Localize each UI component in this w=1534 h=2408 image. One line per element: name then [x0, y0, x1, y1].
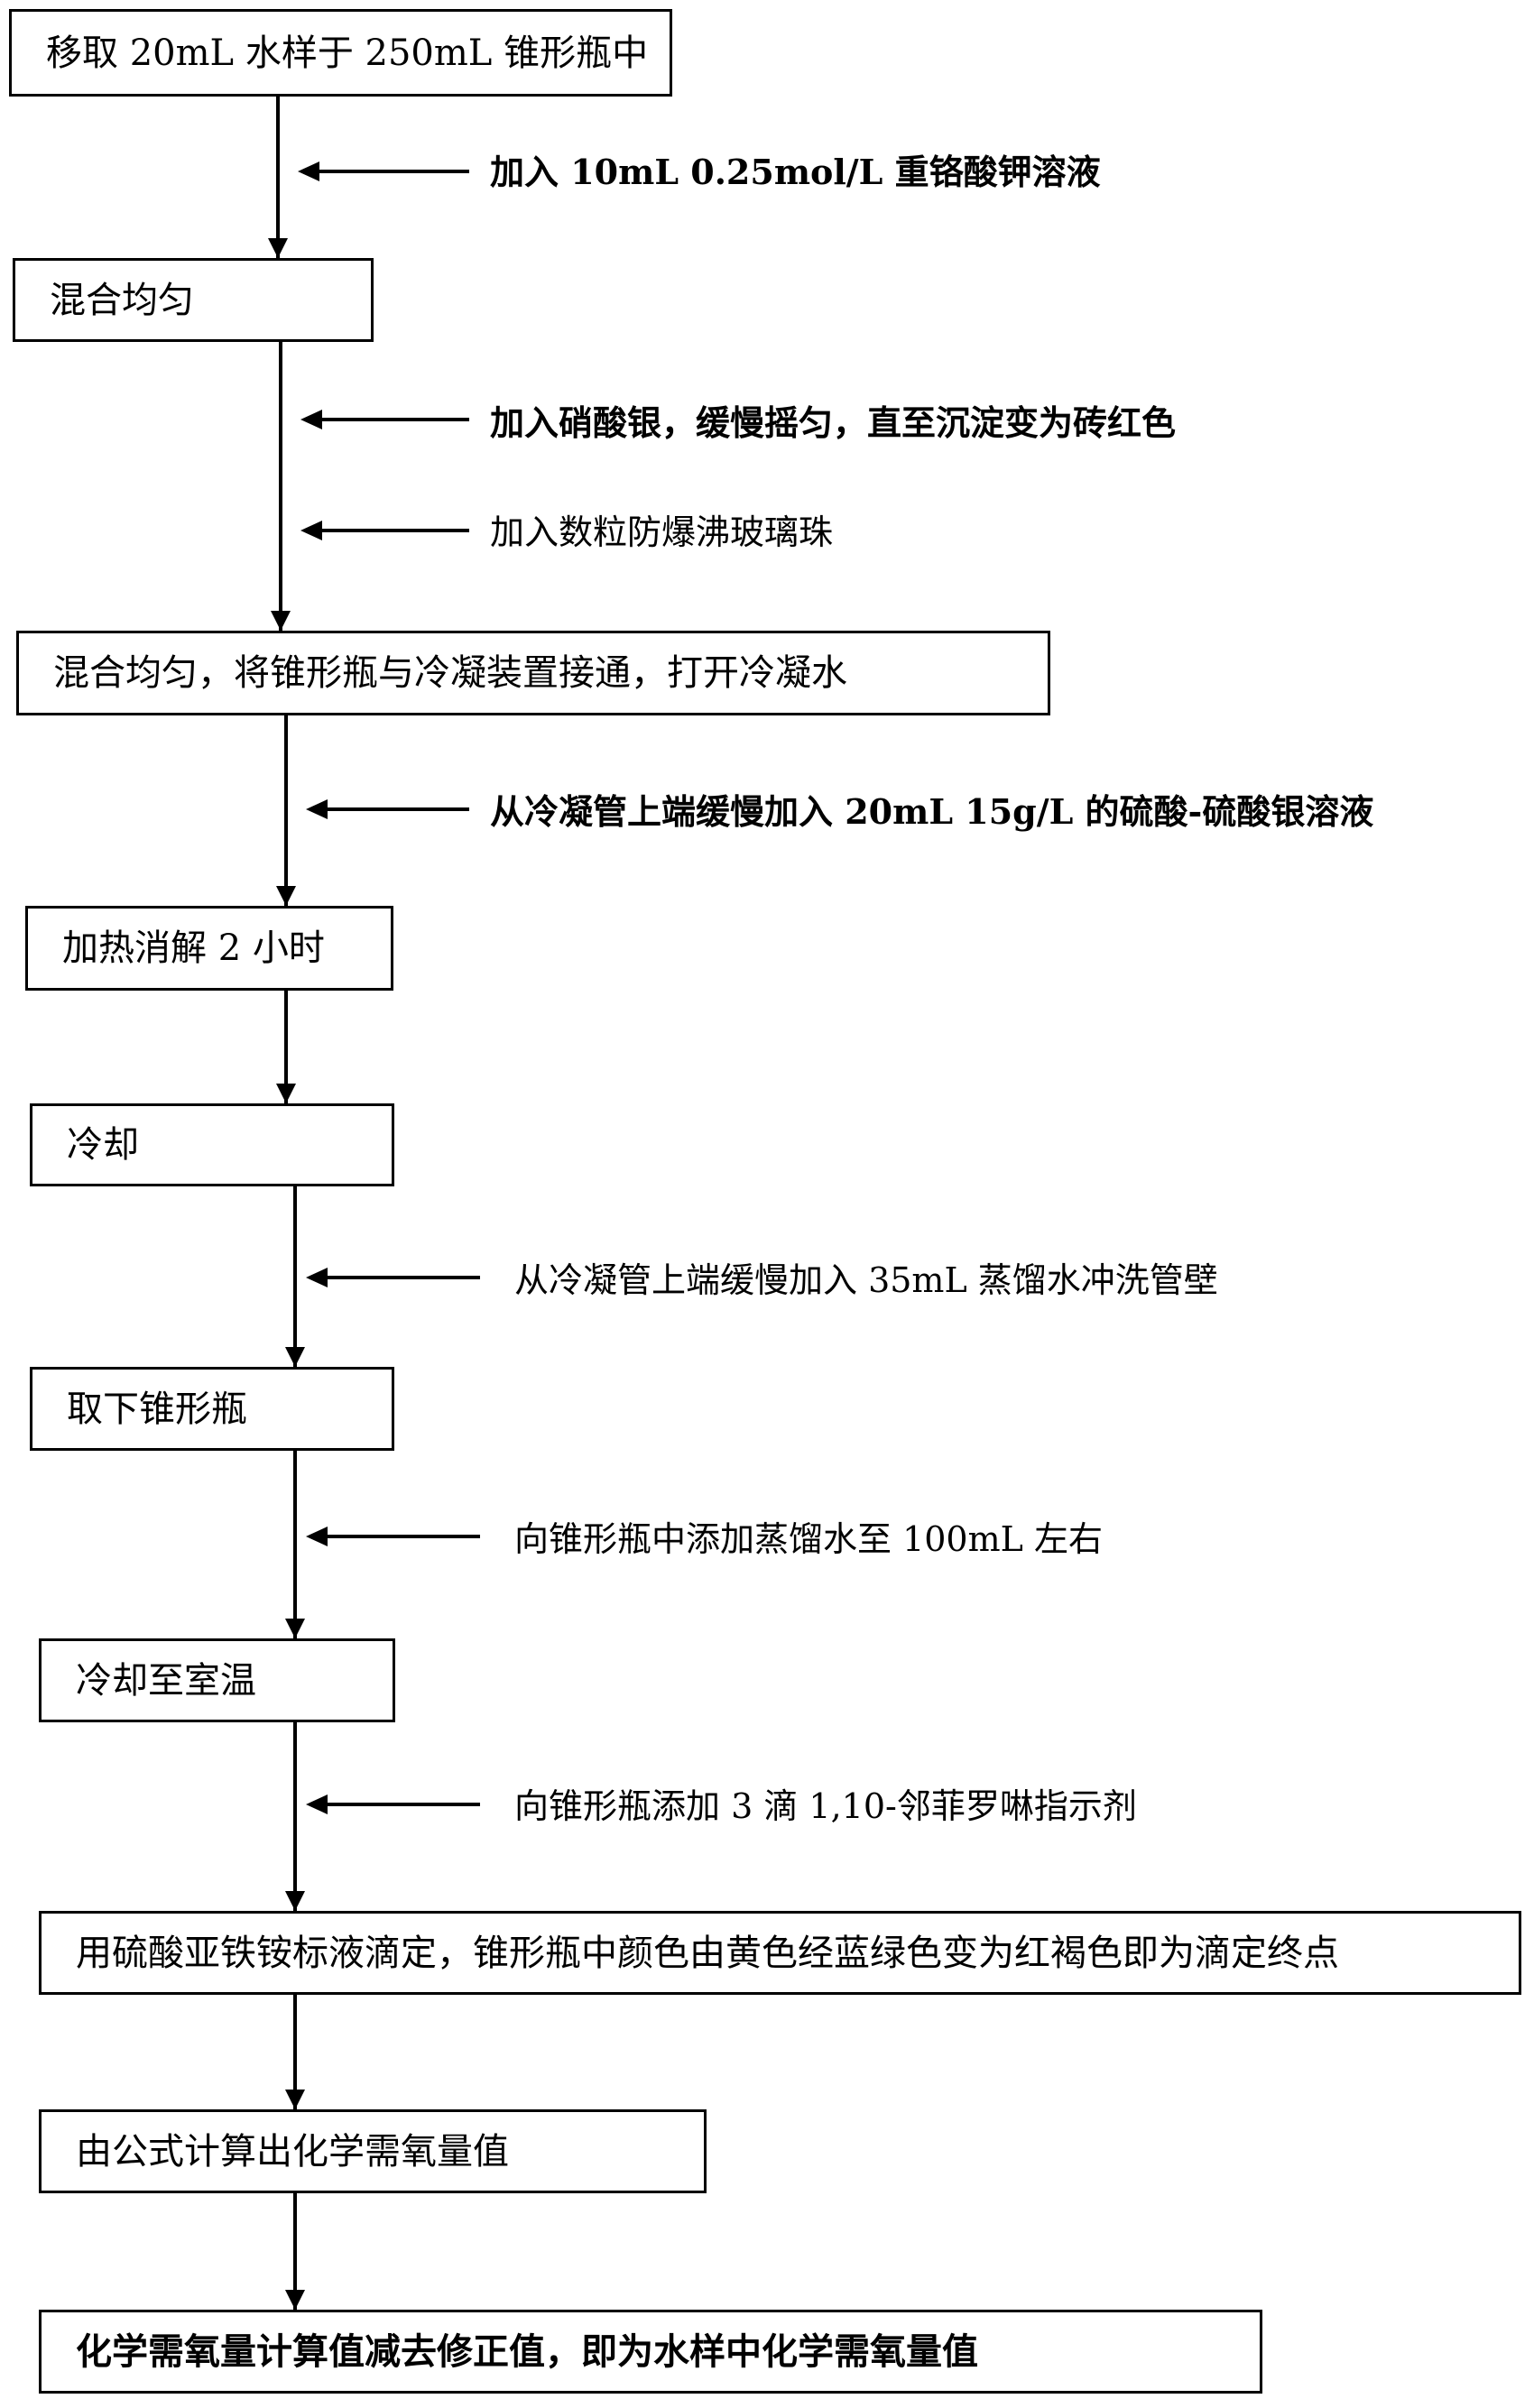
step-mix-1: 混合均匀: [13, 258, 374, 342]
note-add-sulfuric-acid: 从冷凝管上端缓慢加入 20mL 15g/L 的硫酸-硫酸银溶液: [490, 791, 1374, 832]
step-calculate-cod: 由公式计算出化学需氧量值: [39, 2109, 707, 2193]
note-add-indicator: 向锥形瓶添加 3 滴 1,10-邻菲罗啉指示剂: [514, 1786, 1137, 1826]
step-mix-connect-condenser: 混合均匀，将锥形瓶与冷凝装置接通，打开冷凝水: [16, 631, 1050, 715]
note-add-dichromate: 加入 10mL 0.25mol/L 重铬酸钾溶液: [490, 152, 1101, 192]
flow-arrow-head: [285, 2290, 305, 2310]
flow-arrow-head: [285, 2090, 305, 2109]
flow-arrow-head: [276, 886, 296, 906]
step-remove-flask: 取下锥形瓶: [30, 1367, 394, 1451]
flow-arrow-head: [285, 1619, 305, 1638]
step-titration: 用硫酸亚铁铵标液滴定，锥形瓶中颜色由黄色经蓝绿色变为红褐色即为滴定终点: [39, 1911, 1521, 1995]
input-arrow-head: [300, 521, 322, 540]
note-add-glass-beads: 加入数粒防爆沸玻璃珠: [490, 512, 834, 552]
note-add-distilled-water: 向锥形瓶中添加蒸馏水至 100mL 左右: [514, 1519, 1103, 1559]
input-arrow-head: [300, 410, 322, 429]
flow-arrow-head: [268, 238, 288, 258]
step-cool-room-temp: 冷却至室温: [39, 1638, 395, 1722]
flow-arrow-head: [285, 1347, 305, 1367]
step-final-cod-value: 化学需氧量计算值减去修正值，即为水样中化学需氧量值: [39, 2310, 1262, 2394]
flow-arrow-head: [271, 611, 291, 631]
note-add-silver-nitrate: 加入硝酸银，缓慢摇匀，直至沉淀变为砖红色: [490, 402, 1177, 443]
input-arrow-head: [306, 799, 328, 819]
step-heat-digest: 加热消解 2 小时: [25, 906, 393, 991]
input-arrow-head: [306, 1268, 328, 1287]
step-sample-transfer: 移取 20mL 水样于 250mL 锥形瓶中: [9, 9, 672, 97]
note-rinse-condenser: 从冷凝管上端缓慢加入 35mL 蒸馏水冲洗管壁: [514, 1260, 1218, 1300]
input-arrow-head: [298, 161, 319, 181]
step-cool: 冷却: [30, 1103, 394, 1186]
flow-arrow-head: [276, 1084, 296, 1103]
input-arrow-head: [306, 1527, 328, 1546]
input-arrow-head: [306, 1794, 328, 1814]
flow-arrow-head: [285, 1891, 305, 1911]
